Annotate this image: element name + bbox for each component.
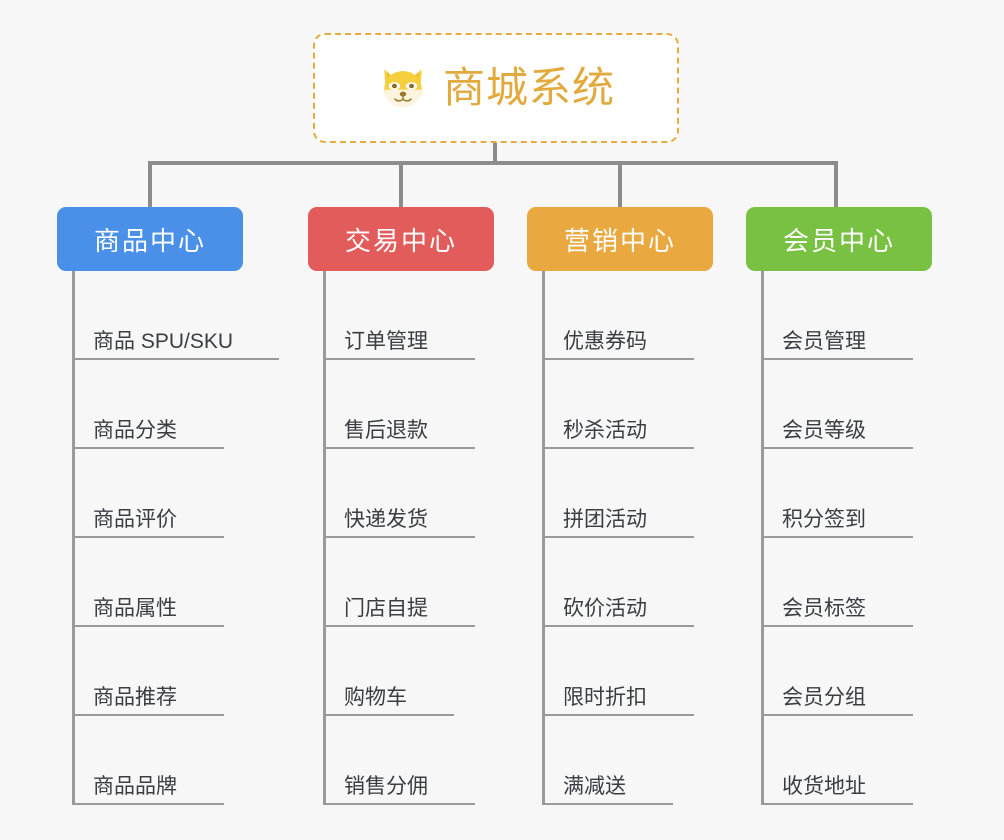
branch-column-marketing: 营销中心 优惠券码 秒杀活动 拼团活动 砍价活动 限时折扣 [527,207,713,805]
branch-header-member[interactable]: 会员中心 [746,207,932,271]
leaf-label: 快递发货 [344,508,428,531]
leaf-label: 会员分组 [782,686,866,709]
leaf-item[interactable]: 购物车 [308,627,494,716]
root-node-content: 商城系统 [377,62,615,114]
leaf-item[interactable]: 商品分类 [57,360,243,449]
leaf-label: 购物车 [344,686,407,709]
leaf-underline [323,358,475,360]
branch-header-label: 交易中心 [344,225,457,256]
leaf-label: 满减送 [563,775,626,798]
leaf-item[interactable]: 收货地址 [746,716,932,805]
leaf-item[interactable]: 满减送 [527,716,713,805]
leaf-label: 商品分类 [93,419,177,442]
leaf-item[interactable]: 商品评价 [57,449,243,538]
leaf-underline [542,358,694,360]
connector-drop-2 [399,161,403,209]
leaf-label: 收货地址 [782,775,866,798]
leaf-item[interactable]: 会员标签 [746,538,932,627]
leaf-item[interactable]: 销售分佣 [308,716,494,805]
leaf-item[interactable]: 快递发货 [308,449,494,538]
connector-drop-4 [834,161,838,209]
branch-column-trade: 交易中心 订单管理 售后退款 快递发货 门店自提 购物车 [308,207,494,805]
leaf-label: 限时折扣 [563,686,647,709]
branch-header-product[interactable]: 商品中心 [57,207,243,271]
leaf-underline [72,447,224,449]
leaf-underline [72,358,279,360]
leaf-label: 销售分佣 [344,775,428,798]
leaf-label: 商品属性 [93,597,177,620]
leaf-underline [542,625,694,627]
leaf-list-product: 商品 SPU/SKU 商品分类 商品评价 商品属性 商品推荐 商品品牌 [57,271,279,805]
leaf-label: 门店自提 [344,597,428,620]
leaf-underline [72,803,224,805]
shiba-dog-face-icon [384,69,422,108]
leaf-item[interactable]: 会员分组 [746,627,932,716]
leaf-underline [323,714,454,716]
leaf-underline [323,625,475,627]
leaf-item[interactable]: 商品 SPU/SKU [57,271,279,360]
leaf-underline [323,536,475,538]
leaf-item[interactable]: 商品属性 [57,538,243,627]
leaf-underline [323,447,475,449]
leaf-list-member: 会员管理 会员等级 积分签到 会员标签 会员分组 收货地址 [746,271,932,805]
leaf-label: 商品 SPU/SKU [93,330,234,353]
leaf-label: 砍价活动 [563,597,647,620]
branch-header-trade[interactable]: 交易中心 [308,207,494,271]
leaf-underline [542,536,694,538]
branch-header-label: 营销中心 [563,225,676,256]
connector-horizontal-bus [148,161,838,165]
leaf-item[interactable]: 门店自提 [308,538,494,627]
leaf-item[interactable]: 优惠券码 [527,271,713,360]
leaf-label: 商品品牌 [93,775,177,798]
leaf-label: 售后退款 [344,419,428,442]
leaf-underline [72,714,224,716]
leaf-label: 会员等级 [782,419,866,442]
connector-root-stem [493,143,497,165]
leaf-underline [761,358,913,360]
leaf-item[interactable]: 砍价活动 [527,538,713,627]
leaf-underline [761,803,913,805]
connector-drop-1 [148,161,152,209]
branch-column-member: 会员中心 会员管理 会员等级 积分签到 会员标签 会员分组 [746,207,932,805]
connector-drop-3 [618,161,622,209]
leaf-underline [761,625,913,627]
leaf-list-marketing: 优惠券码 秒杀活动 拼团活动 砍价活动 限时折扣 满减送 [527,271,713,805]
leaf-item[interactable]: 商品品牌 [57,716,243,805]
leaf-item[interactable]: 订单管理 [308,271,494,360]
leaf-label: 会员管理 [782,330,866,353]
leaf-item[interactable]: 会员管理 [746,271,932,360]
leaf-underline [72,536,224,538]
leaf-item[interactable]: 秒杀活动 [527,360,713,449]
leaf-item[interactable]: 积分签到 [746,449,932,538]
branch-column-product: 商品中心 商品 SPU/SKU 商品分类 商品评价 商品属性 商品推荐 [57,207,279,805]
branch-header-label: 会员中心 [782,225,895,256]
leaf-label: 商品评价 [93,508,177,531]
leaf-underline [761,536,913,538]
leaf-item[interactable]: 商品推荐 [57,627,243,716]
leaf-list-trade: 订单管理 售后退款 快递发货 门店自提 购物车 销售分佣 [308,271,494,805]
leaf-underline [542,714,694,716]
leaf-underline [761,714,913,716]
leaf-label: 商品推荐 [93,686,177,709]
root-node-shop-system[interactable]: 商城系统 [313,33,679,143]
leaf-label: 拼团活动 [563,508,647,531]
leaf-underline [323,803,475,805]
leaf-item[interactable]: 拼团活动 [527,449,713,538]
leaf-item[interactable]: 会员等级 [746,360,932,449]
leaf-label: 会员标签 [782,597,866,620]
root-title: 商城系统 [442,64,615,111]
leaf-item[interactable]: 售后退款 [308,360,494,449]
leaf-underline [542,803,673,805]
leaf-underline [72,625,224,627]
leaf-label: 秒杀活动 [563,419,647,442]
leaf-underline [542,447,694,449]
branch-header-label: 商品中心 [93,225,206,256]
leaf-item[interactable]: 限时折扣 [527,627,713,716]
leaf-label: 积分签到 [782,508,866,531]
branch-header-marketing[interactable]: 营销中心 [527,207,713,271]
leaf-label: 订单管理 [344,330,428,353]
leaf-label: 优惠券码 [563,330,647,353]
leaf-underline [761,447,913,449]
